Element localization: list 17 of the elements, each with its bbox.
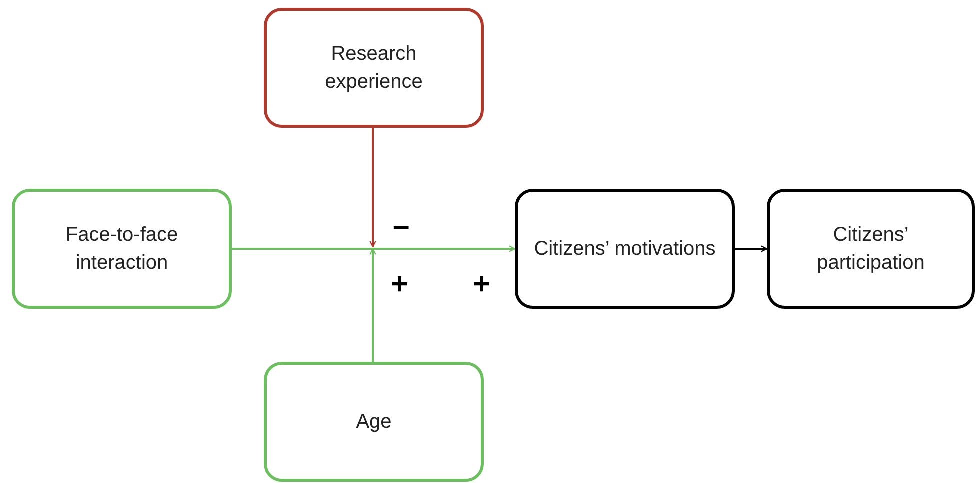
- box-label: Age: [356, 410, 392, 435]
- sign-label: +: [473, 269, 491, 301]
- arrow: [370, 248, 376, 362]
- box-label: Face-to-face interaction: [64, 223, 180, 276]
- box-label: Citizens’ motivations: [534, 237, 716, 262]
- rounded-box: [767, 189, 975, 309]
- sign-label: +: [391, 269, 409, 301]
- rounded-box: [264, 8, 484, 128]
- box-label: Research experience: [324, 42, 424, 95]
- arrow: [735, 246, 768, 252]
- arrow: [370, 128, 376, 248]
- rounded-box: [12, 189, 232, 309]
- rounded-box: [515, 189, 735, 309]
- arrow: [232, 246, 516, 252]
- sign-label: –: [393, 211, 410, 243]
- box-label: Citizens’ participation: [816, 223, 926, 276]
- rounded-box: [264, 362, 484, 482]
